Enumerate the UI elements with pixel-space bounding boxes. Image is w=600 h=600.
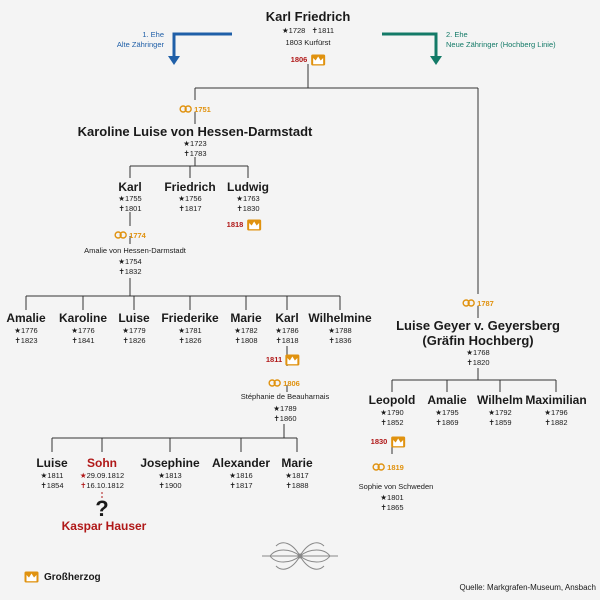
person-dates: ★1796✝1882 — [544, 408, 568, 427]
spouse2-dates: ★1768 ✝1820 — [466, 348, 490, 367]
person-dates: ★1817✝1888 — [285, 471, 309, 490]
marriage1-ring: 1751 — [179, 100, 211, 118]
person-dates: ★1755✝1801 — [118, 194, 142, 213]
karl-spouse-dates: ★1754 ✝1832 — [118, 257, 142, 276]
person-dates: ★1781✝1826 — [178, 326, 202, 345]
spouse1-dates: ★1723 ✝1783 — [183, 139, 207, 158]
karl2-spouse-name: Stéphanie de Beauharnais — [240, 392, 330, 401]
person-dates: ★1779✝1826 — [122, 326, 146, 345]
person-name: Wilhelm — [477, 393, 523, 407]
crown-icon — [24, 571, 39, 583]
crown-icon — [246, 219, 261, 231]
person-name: Alexander — [211, 456, 271, 470]
marriage1-label: 1. Ehe Alte Zähringer — [116, 30, 164, 49]
root-name: Karl Friedrich — [265, 9, 351, 24]
person-dates: ★1816✝1817 — [229, 471, 253, 490]
karl2-marriage-ring: 1806 — [268, 374, 300, 392]
crown-icon — [285, 354, 300, 366]
karl-marriage-ring: 1774 — [114, 226, 146, 244]
rings-icon — [462, 299, 475, 307]
person-dates: ★1811✝1854 — [40, 471, 64, 490]
grand-duke-crown: 1818 — [227, 214, 262, 232]
spouse2-name: Luise Geyer v. Geyersberg (Gräfin Hochbe… — [396, 318, 560, 348]
marriage2-ring: 1787 — [462, 294, 494, 312]
person-name: Amalie — [6, 311, 46, 325]
legend-label: Großherzog — [44, 571, 101, 583]
person-dates: ★1813✝1900 — [158, 471, 182, 490]
karl2-spouse-dates: ★1789 ✝1860 — [273, 404, 297, 423]
person-dates: ★1792✝1859 — [488, 408, 512, 427]
person-dates: ★1786✝1818 — [275, 326, 299, 345]
person-dates: ★1776✝1841 — [71, 326, 95, 345]
person-name: Luise — [36, 456, 68, 470]
born-symbol: ★ — [281, 26, 289, 35]
kaspar-hauser-label: Kaspar Hauser — [61, 519, 147, 533]
person-name: Ludwig — [227, 180, 269, 194]
died-symbol: ✝ — [311, 26, 318, 35]
person-name: Marie — [281, 456, 313, 470]
spouse1-name: Karoline Luise von Hessen-Darmstadt — [77, 124, 313, 139]
person-dates: ★1756✝1817 — [178, 194, 202, 213]
person-name: Leopold — [368, 393, 416, 407]
grand-duke-crown: 1811 — [266, 349, 300, 367]
root-note: 1803 Kurfürst — [285, 38, 331, 47]
person-name: Sohn — [87, 456, 117, 470]
person-name: Friederike — [161, 311, 219, 325]
person-name: Karl — [275, 311, 299, 325]
person-name: Amalie — [427, 393, 467, 407]
rings-icon — [268, 379, 281, 387]
leopold-marriage-ring: 1819 — [372, 458, 404, 476]
root-crown: 1806 — [291, 49, 326, 67]
person-dates: ★1788✝1836 — [328, 326, 352, 345]
person-name: Josephine — [140, 456, 200, 470]
person-dates: ★1763✝1830 — [236, 194, 260, 213]
person-name: Friedrich — [164, 180, 216, 194]
person-name: Maximilian — [525, 393, 587, 407]
person-name: Luise — [118, 311, 150, 325]
rings-icon — [114, 231, 127, 239]
person-dates: ★1782✝1808 — [234, 326, 258, 345]
person-name: Karoline — [58, 311, 108, 325]
leopold-spouse-dates: ★1801 ✝1865 — [380, 493, 404, 512]
person-dates: ★1776✝1823 — [14, 326, 38, 345]
rings-icon — [179, 105, 192, 113]
ornament — [262, 542, 338, 570]
rings-icon — [372, 463, 385, 471]
person-dates: ★1795✝1869 — [435, 408, 459, 427]
person-name: Karl — [118, 180, 142, 194]
person-dates: ★29.09.1812✝16.10.1812 — [79, 471, 125, 490]
legend: Großherzog — [24, 571, 101, 583]
source-credit: Quelle: Markgrafen-Museum, Ansbach — [459, 583, 596, 592]
marriage2-label: 2. Ehe Neue Zähringer (Hochberg Linie) — [446, 30, 556, 49]
root-dates: ★1728 ✝1811 — [281, 26, 335, 35]
person-dates: ★1790✝1852 — [380, 408, 404, 427]
leopold-spouse-name: Sophie von Schweden — [358, 482, 434, 491]
person-name: Marie — [230, 311, 262, 325]
marriage1-arrow — [172, 32, 232, 58]
crown-icon — [390, 436, 405, 448]
question-mark: ? — [95, 496, 109, 521]
karl-spouse-name: Amalie von Hessen-Darmstadt — [84, 246, 186, 255]
crown-icon — [310, 54, 325, 66]
grand-duke-crown: 1830 — [371, 431, 406, 449]
person-name: Wilhelmine — [308, 311, 372, 325]
marriage2-arrow — [382, 32, 438, 58]
